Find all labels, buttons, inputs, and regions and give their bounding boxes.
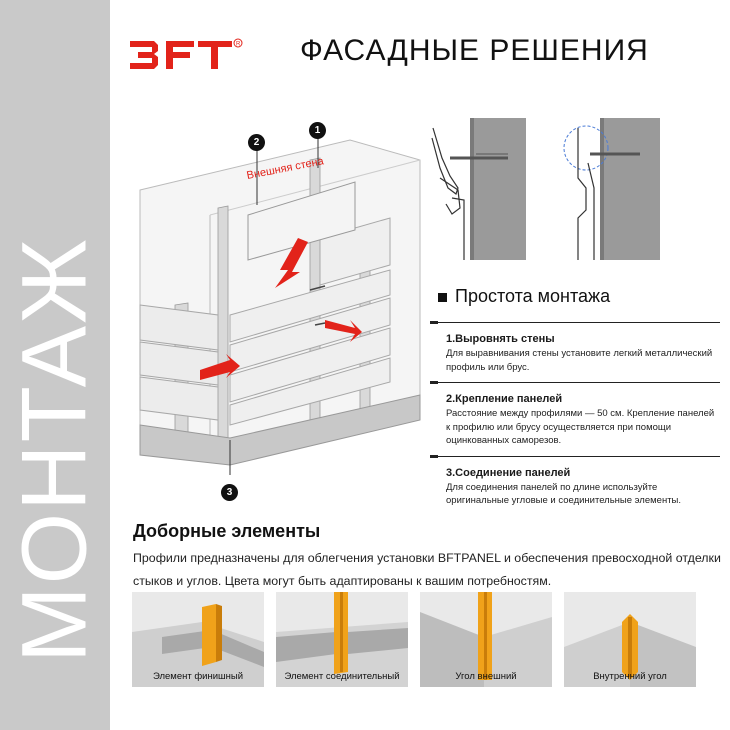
callout-2: 2 [248, 134, 265, 151]
accessory-finish: Элемент финишный [132, 592, 264, 687]
accessory-outer-corner: Угол внешний [420, 592, 552, 687]
step-title: 1.Выровнять стены [446, 333, 555, 345]
accessory-inner-corner: Внутренний угол [564, 592, 696, 687]
accessory-connector: Элемент соединительный [276, 592, 408, 687]
step-item: 1.Выровнять стены Для выравнивания стены… [430, 321, 720, 382]
step-title: 3.Соединение панелей [446, 466, 571, 479]
callout-3: 3 [221, 484, 238, 501]
steps-list: 1.Выровнять стены Для выравнивания стены… [430, 321, 720, 516]
step-text: Для выравнивания стены установите легкий… [446, 348, 713, 373]
step-text: Расстояние между профилями — 50 см. Креп… [446, 408, 715, 446]
svg-text:R: R [236, 42, 241, 48]
step-item: 3.Соединение панелей Для соединения пане… [430, 454, 720, 516]
step-text: Для соединения панелей по длине использу… [446, 481, 682, 507]
accessory-label: Угол внешний [455, 671, 517, 682]
accessory-label: Элемент финишный [152, 671, 244, 682]
accessories-heading: Доборные элементы [133, 521, 321, 541]
accessory-label: Элемент соединительный [284, 671, 400, 682]
brand-logo: R [128, 37, 248, 73]
side-band [0, 0, 110, 730]
accessories-gallery: Элемент финишный Элемент соединительный … [132, 592, 712, 687]
bullet-icon [438, 292, 447, 302]
accessories-text: Профили предназначены для облегчения уст… [133, 551, 721, 588]
section-heading: Простота монтажа [438, 286, 610, 307]
step-item: 2.Крепление панелей Расстояние между про… [430, 381, 720, 456]
section-heading-text: Простота монтажа [455, 286, 611, 306]
step-title: 2.Крепление панелей [446, 393, 563, 405]
side-title: МОНТАЖ [3, 236, 106, 664]
accessory-label: Внутренний угол [593, 671, 667, 682]
detail-drawing-right [560, 118, 660, 260]
installation-diagram: 1 2 3 Внешняя стена [130, 120, 430, 505]
callout-1: 1 [309, 122, 326, 139]
page-title: ФАСАДНЫЕ РЕШЕНИЯ [300, 34, 649, 67]
detail-drawing-left [428, 118, 528, 260]
